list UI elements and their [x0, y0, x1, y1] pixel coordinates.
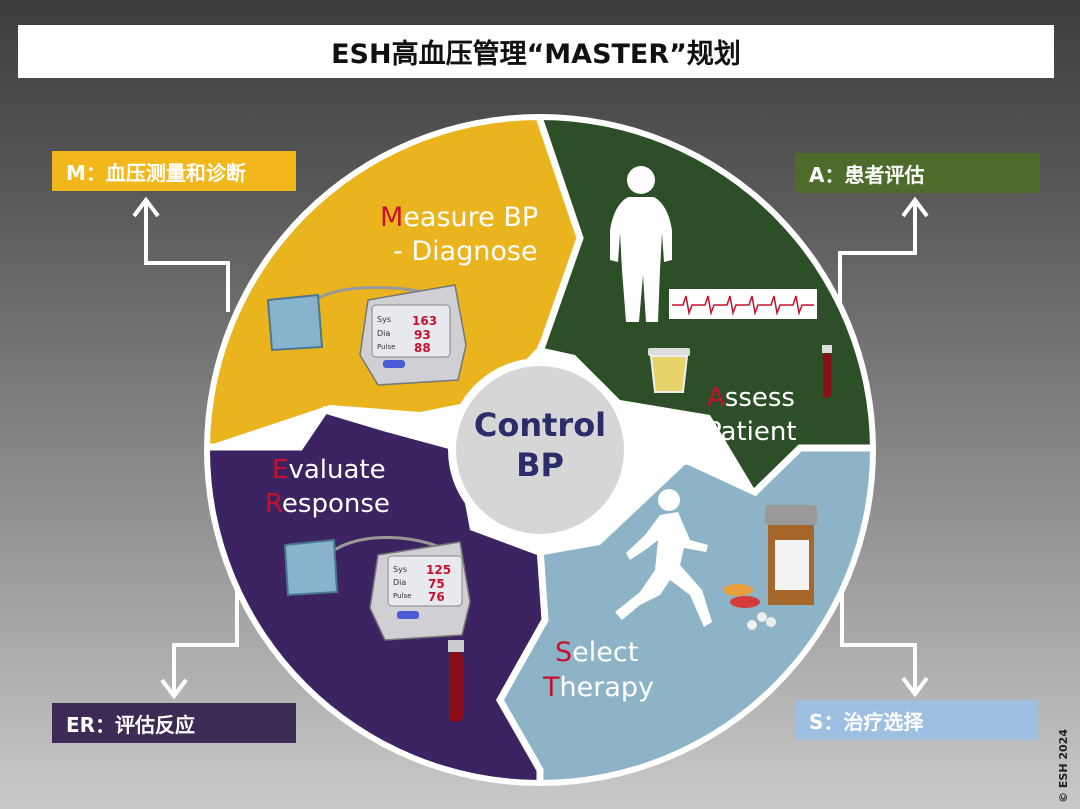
evaluate-label-line2: Response [265, 489, 390, 519]
svg-text:125: 125 [426, 563, 451, 577]
arrow-to-evaluate-label [172, 590, 239, 692]
assess-label-line1: Assess [707, 383, 795, 413]
center-label-line2: BP [516, 446, 564, 484]
bp-monitor-top-icon: Sys Dia Pulse 163 93 88 [266, 284, 467, 386]
svg-text:76: 76 [428, 590, 445, 604]
human-body-icon [610, 166, 672, 322]
blood-tube-icon [448, 640, 464, 722]
svg-text:Sys: Sys [393, 565, 407, 574]
center-label-line1: Control [474, 406, 606, 444]
select-label-line2: Therapy [542, 672, 654, 703]
svg-text:Pulse: Pulse [393, 592, 411, 600]
connector-arrows [132, 196, 929, 700]
select-label-line1: Select [555, 637, 638, 668]
svg-text:75: 75 [428, 577, 445, 591]
svg-text:Sys: Sys [377, 315, 391, 324]
center-circle [456, 366, 624, 534]
pills-icon [723, 584, 776, 630]
svg-text:163: 163 [412, 314, 437, 328]
urine-sample-icon [648, 348, 690, 393]
svg-text:Dia: Dia [393, 578, 406, 587]
blood-vial-icon [822, 345, 832, 398]
bp-monitor-bottom-icon: Sys Dia Pulse 125 75 76 [283, 536, 471, 641]
ecg-strip-icon [669, 289, 817, 319]
svg-text:88: 88 [414, 341, 431, 355]
assess-label-line2: Patient [706, 417, 797, 447]
measure-label-line2: - Diagnose [393, 236, 538, 267]
pill-bottle-icon [765, 505, 817, 605]
runner-icon [615, 489, 712, 627]
evaluate-label-line1: Evaluate [272, 455, 386, 485]
label-assess: A：患者评估 [795, 153, 1040, 193]
label-measure: M：血压测量和诊断 [52, 151, 296, 191]
arrow-to-select-label [840, 590, 917, 690]
copyright-notice: © ESH 2024 [1057, 729, 1070, 803]
arrow-to-measure-label [144, 203, 230, 312]
svg-text:Dia: Dia [377, 329, 390, 338]
arrow-to-assess-label [838, 203, 917, 310]
label-evaluate: ER：评估反应 [52, 703, 296, 743]
page-title: ESH高血压管理“MASTER”规划 [18, 25, 1054, 78]
svg-text:93: 93 [414, 328, 431, 342]
measure-label-line1: Measure BP [380, 202, 538, 233]
svg-text:Pulse: Pulse [377, 343, 395, 351]
label-select: S：治疗选择 [795, 700, 1038, 740]
